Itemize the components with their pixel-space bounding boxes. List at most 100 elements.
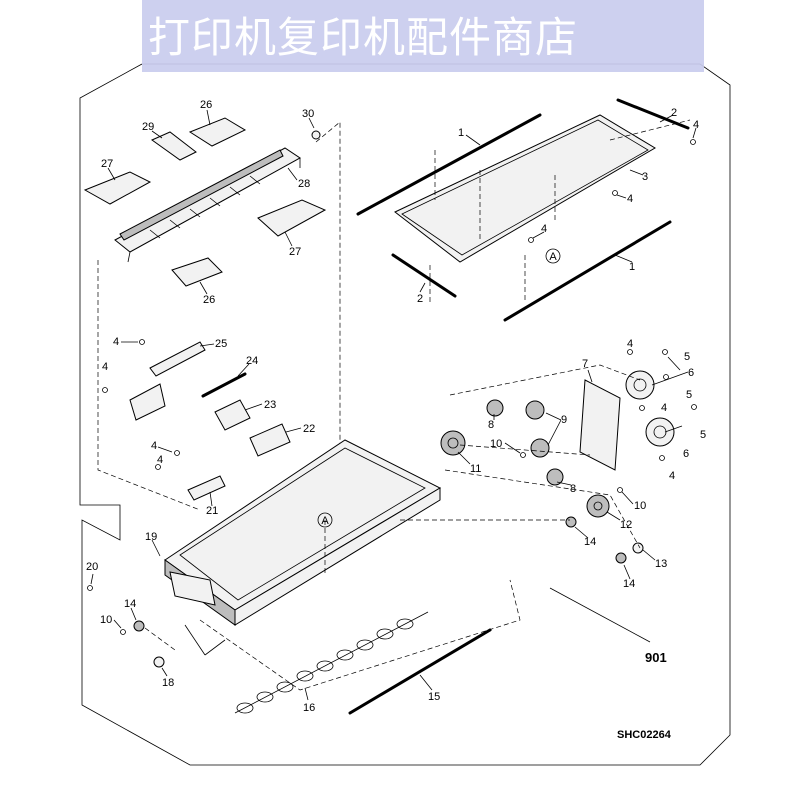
- plate-22: [249, 423, 291, 457]
- rod-1-lower: [503, 220, 672, 322]
- callout-15: 15: [428, 691, 440, 703]
- screw-4-a: [690, 139, 696, 145]
- callout-26-bottom: 26: [203, 294, 215, 306]
- screw-5-c: [691, 404, 697, 410]
- callout-14-a: 14: [584, 536, 596, 548]
- bottom-parts: [87, 452, 623, 715]
- screw-4-i: [639, 405, 645, 411]
- callout-14-b: 14: [623, 578, 635, 590]
- tray-cover-3: [394, 114, 656, 263]
- screw-4-h: [627, 349, 633, 355]
- pad-23: [214, 399, 251, 431]
- ring-10-mid: [520, 452, 526, 458]
- feed-guide-assembly: [83, 117, 341, 511]
- callout-13: 13: [655, 558, 667, 570]
- callout-4-a: 4: [693, 119, 699, 131]
- callout-9: 9: [561, 414, 567, 426]
- shaft-15: [348, 628, 492, 715]
- gear-12: [586, 494, 610, 518]
- callout-27-left: 27: [101, 158, 113, 170]
- callout-8-upper: 8: [488, 419, 494, 431]
- bushing-18: [153, 656, 165, 668]
- motor-6-upper: [625, 370, 655, 400]
- callout-4-d: 4: [113, 336, 119, 348]
- gear-8-lower: [546, 468, 564, 486]
- gear-9-a: [525, 400, 545, 420]
- callout-10-left: 10: [100, 614, 112, 626]
- screw-4-g: [174, 450, 180, 456]
- bushing-13: [632, 542, 644, 554]
- motor-6-lower: [645, 417, 675, 447]
- bearing-14-b: [615, 552, 627, 564]
- tray-cover-assembly: [356, 98, 696, 322]
- bearing-14-a: [565, 516, 577, 528]
- rod-2-lower: [391, 253, 457, 298]
- callout-6-upper: 6: [688, 367, 694, 379]
- callout-4-f: 4: [151, 440, 157, 452]
- gear-11: [440, 430, 466, 456]
- callout-4-b: 4: [627, 193, 633, 205]
- gear-9-b: [530, 438, 550, 458]
- callout-4-h: 4: [661, 402, 667, 414]
- callout-14-c: 14: [124, 598, 136, 610]
- callout-30: 30: [302, 108, 314, 120]
- auger-16-flights: [236, 618, 414, 714]
- drawing-code: SHC02264: [617, 729, 672, 741]
- callout-26-top: 26: [200, 99, 212, 111]
- callout-29: 29: [142, 121, 154, 133]
- callout-5-b: 5: [686, 389, 692, 401]
- left-small-parts: [102, 339, 291, 501]
- callout-2-upper: 2: [671, 107, 677, 119]
- callout-25: 25: [215, 338, 227, 350]
- bracket-4-left: [129, 383, 166, 421]
- callout-8-lower: 8: [570, 483, 576, 495]
- spring-24: [201, 372, 247, 398]
- callout-19: 19: [145, 531, 157, 543]
- svg-text:A: A: [321, 515, 329, 527]
- watermark-text: 打印机复印机配件商店: [148, 13, 579, 62]
- screw-20: [87, 585, 93, 591]
- plate-26-bottom: [171, 257, 223, 287]
- reference-marker-a-frame: A: [317, 512, 333, 528]
- callout-4-j: 4: [157, 454, 163, 466]
- screw-4-e: [102, 387, 108, 393]
- rod-1-upper: [356, 113, 542, 216]
- assembly-boundary: [79, 63, 731, 766]
- screw-5-a: [662, 349, 668, 355]
- callout-1-lower: 1: [629, 261, 635, 273]
- callout-10-mid: 10: [490, 438, 502, 450]
- callout-12: 12: [620, 519, 632, 531]
- callout-leaders: [90, 109, 697, 701]
- callout-labels: 1 1 2 2 3 4 4 4 4 4 4 4 4 4 4 5 5 5 6 6 …: [86, 99, 706, 714]
- callout-18: 18: [162, 677, 174, 689]
- callout-5-a: 5: [684, 351, 690, 363]
- callout-3: 3: [642, 171, 648, 183]
- watermark-band: [142, 0, 704, 72]
- screw-4-j: [659, 455, 665, 461]
- screw-4-f: [155, 464, 161, 470]
- svg-text:A: A: [549, 251, 557, 263]
- screw-5-b: [663, 374, 669, 380]
- plate-29: [150, 131, 197, 161]
- gear-8-upper: [486, 399, 504, 417]
- lever-21: [187, 475, 226, 501]
- screw-4-c: [528, 237, 534, 243]
- callout-4-g: 4: [627, 338, 633, 350]
- callout-21: 21: [206, 505, 218, 517]
- screw-4-d: [139, 339, 145, 345]
- callout-6-lower: 6: [683, 448, 689, 460]
- ring-10-left: [120, 629, 126, 635]
- callout-4-c: 4: [541, 223, 547, 235]
- callout-10-right: 10: [634, 500, 646, 512]
- callout-23: 23: [264, 399, 276, 411]
- callout-7: 7: [582, 358, 588, 370]
- bracket-25: [149, 341, 206, 377]
- assembly-number: 901: [645, 650, 667, 665]
- callout-28: 28: [298, 178, 310, 190]
- callout-11: 11: [470, 463, 481, 475]
- callout-16: 16: [303, 702, 315, 714]
- plate-27-left: [83, 171, 152, 205]
- auger-16-shaft: [234, 611, 429, 714]
- callout-24: 24: [246, 355, 258, 367]
